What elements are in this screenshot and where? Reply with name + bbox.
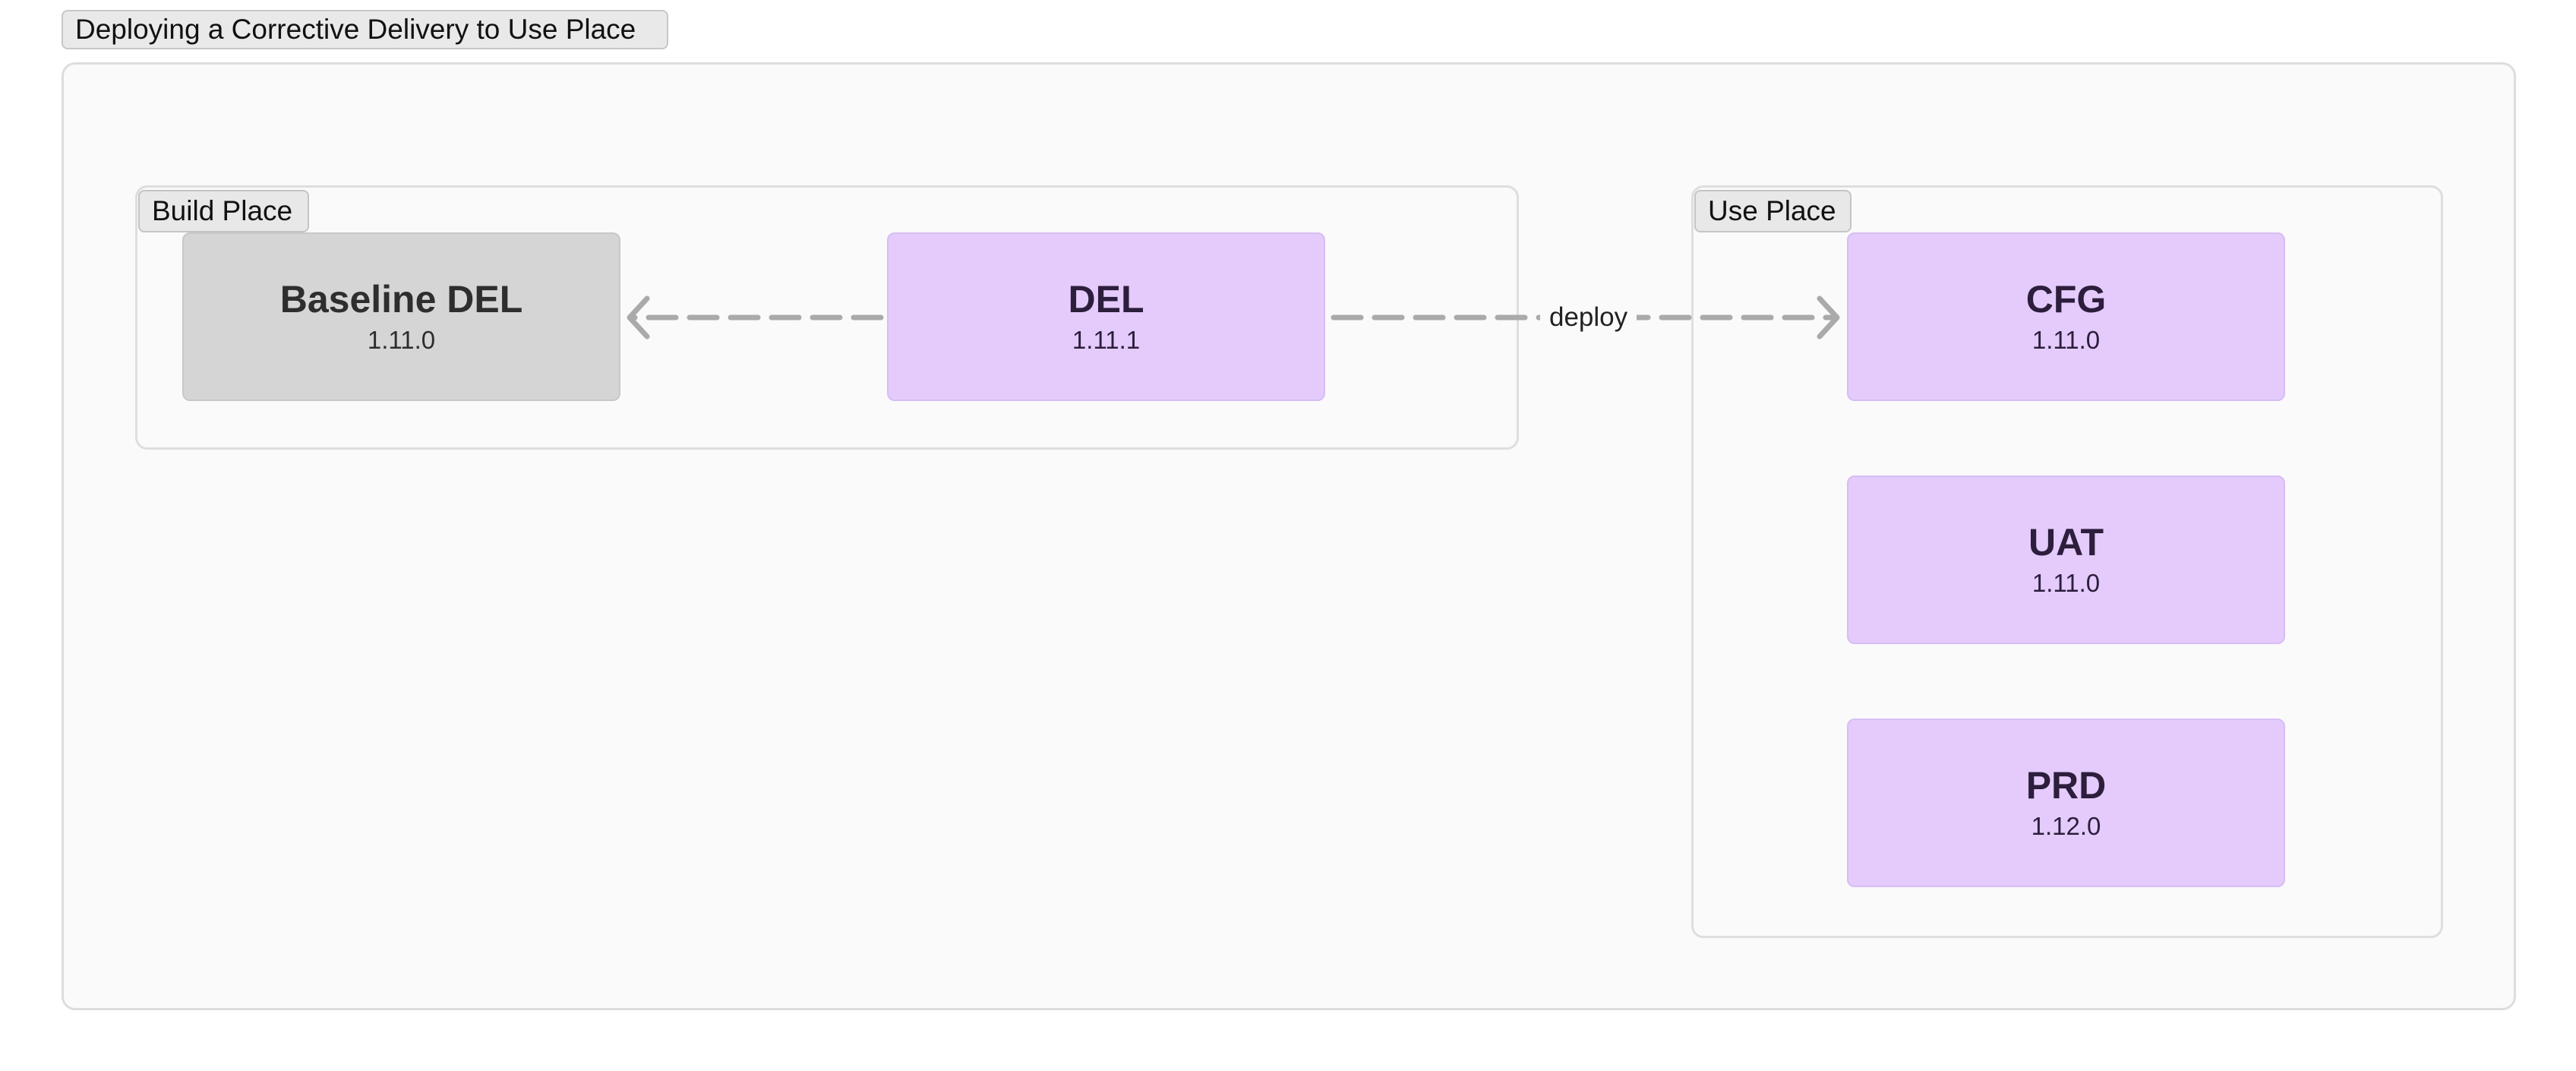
node-uat: UAT 1.11.0 bbox=[1847, 475, 2285, 644]
node-title: PRD bbox=[2025, 764, 2107, 807]
node-version: 1.11.0 bbox=[2031, 569, 2101, 597]
node-title: CFG bbox=[2025, 278, 2107, 321]
node-cfg: CFG 1.11.0 bbox=[1847, 232, 2285, 401]
node-baseline-del: Baseline DEL 1.11.0 bbox=[182, 232, 620, 401]
diagram-title: Deploying a Corrective Delivery to Use P… bbox=[62, 10, 668, 49]
node-title: Baseline DEL bbox=[279, 278, 523, 321]
node-version: 1.11.1 bbox=[1072, 326, 1141, 354]
node-version: 1.11.0 bbox=[2031, 326, 2101, 354]
edge-label-deploy: deploy bbox=[1540, 301, 1637, 334]
build-place-label: Build Place bbox=[138, 190, 309, 232]
node-version: 1.12.0 bbox=[2031, 812, 2101, 840]
node-title: UAT bbox=[2028, 521, 2104, 564]
use-place-label: Use Place bbox=[1694, 190, 1852, 232]
node-prd: PRD 1.12.0 bbox=[1847, 719, 2285, 887]
node-version: 1.11.0 bbox=[367, 326, 436, 354]
node-del: DEL 1.11.1 bbox=[887, 232, 1325, 401]
node-title: DEL bbox=[1068, 278, 1144, 321]
